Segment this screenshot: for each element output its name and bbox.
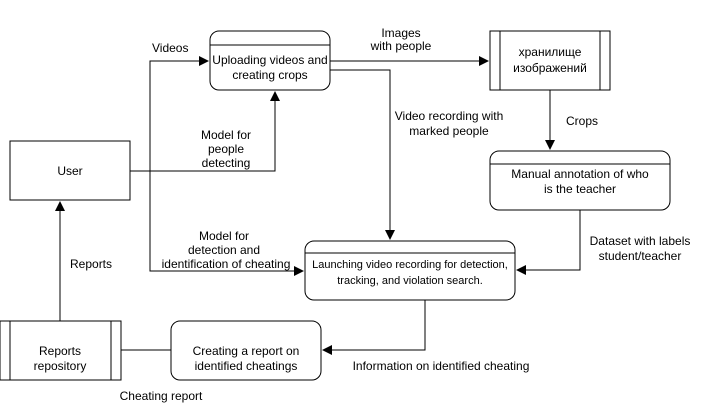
uploading-label-2: creating crops [232, 68, 307, 82]
edge-label-dataset-2: student/teacher [599, 249, 682, 263]
edge-label-model-cheating-1: Model for [199, 229, 249, 243]
edge-label-model-people-1: Model for [201, 128, 251, 142]
edge-label-dataset-1: Dataset with labels [590, 234, 691, 248]
edge-model-people [130, 91, 280, 172]
creating-report-label-1: Creating a report on [193, 344, 300, 358]
creating-report-label-2: identified cheatings [195, 359, 298, 373]
edge-label-cheating-report: Cheating report [120, 389, 203, 403]
edge-label-videos: Videos [152, 41, 188, 55]
edge-label-images-1: Images [381, 26, 420, 40]
edge-label-model-cheating-2: detection and [188, 243, 260, 257]
edge-label-video-marked-1: Video recording with [395, 109, 504, 123]
launching-process[interactable]: Launching video recording for detection,… [304, 240, 516, 301]
edge-label-model-people-2: people [208, 142, 244, 156]
edge-model-cheating [149, 171, 304, 276]
edge-label-video-marked-2: marked people [409, 124, 489, 138]
manual-annotation-process[interactable]: Manual annotation of who is the teacher [489, 150, 671, 211]
launching-label-1: Launching video recording for detection, [312, 259, 508, 271]
image-store[interactable]: хранилище изображений [489, 30, 611, 91]
edge-label-model-people-3: detecting [202, 156, 251, 170]
edge-label-reports: Reports [70, 257, 112, 271]
user-node[interactable]: User [9, 140, 131, 201]
user-label: User [57, 164, 82, 178]
edge-dataset [516, 210, 581, 275]
reports-repo-label-2: repository [34, 359, 87, 373]
image-store-label-2: изображений [513, 61, 587, 75]
edge-label-info-cheating: Information on identified cheating [353, 359, 530, 373]
edge-video-marked [330, 69, 395, 240]
manual-label-1: Manual annotation of who [511, 167, 649, 181]
edge-videos [130, 56, 209, 172]
launching-label-2: tracking, and violation search. [337, 275, 483, 287]
reports-repository[interactable]: Reports repository [0, 320, 122, 381]
edge-info-cheating [322, 300, 426, 355]
edge-label-model-cheating-3: identification of cheating [162, 257, 291, 271]
image-store-label-1: хранилище [519, 45, 582, 59]
edge-label-crops: Crops [566, 114, 598, 128]
manual-label-2: is the teacher [544, 182, 616, 196]
edge-label-images-2: with people [370, 39, 432, 53]
creating-report-process[interactable]: Creating a report on identified cheating… [170, 320, 322, 381]
uploading-process[interactable]: Uploading videos and creating crops [209, 30, 331, 91]
reports-repo-label-1: Reports [39, 344, 81, 358]
uploading-label-1: Uploading videos and [212, 53, 327, 67]
